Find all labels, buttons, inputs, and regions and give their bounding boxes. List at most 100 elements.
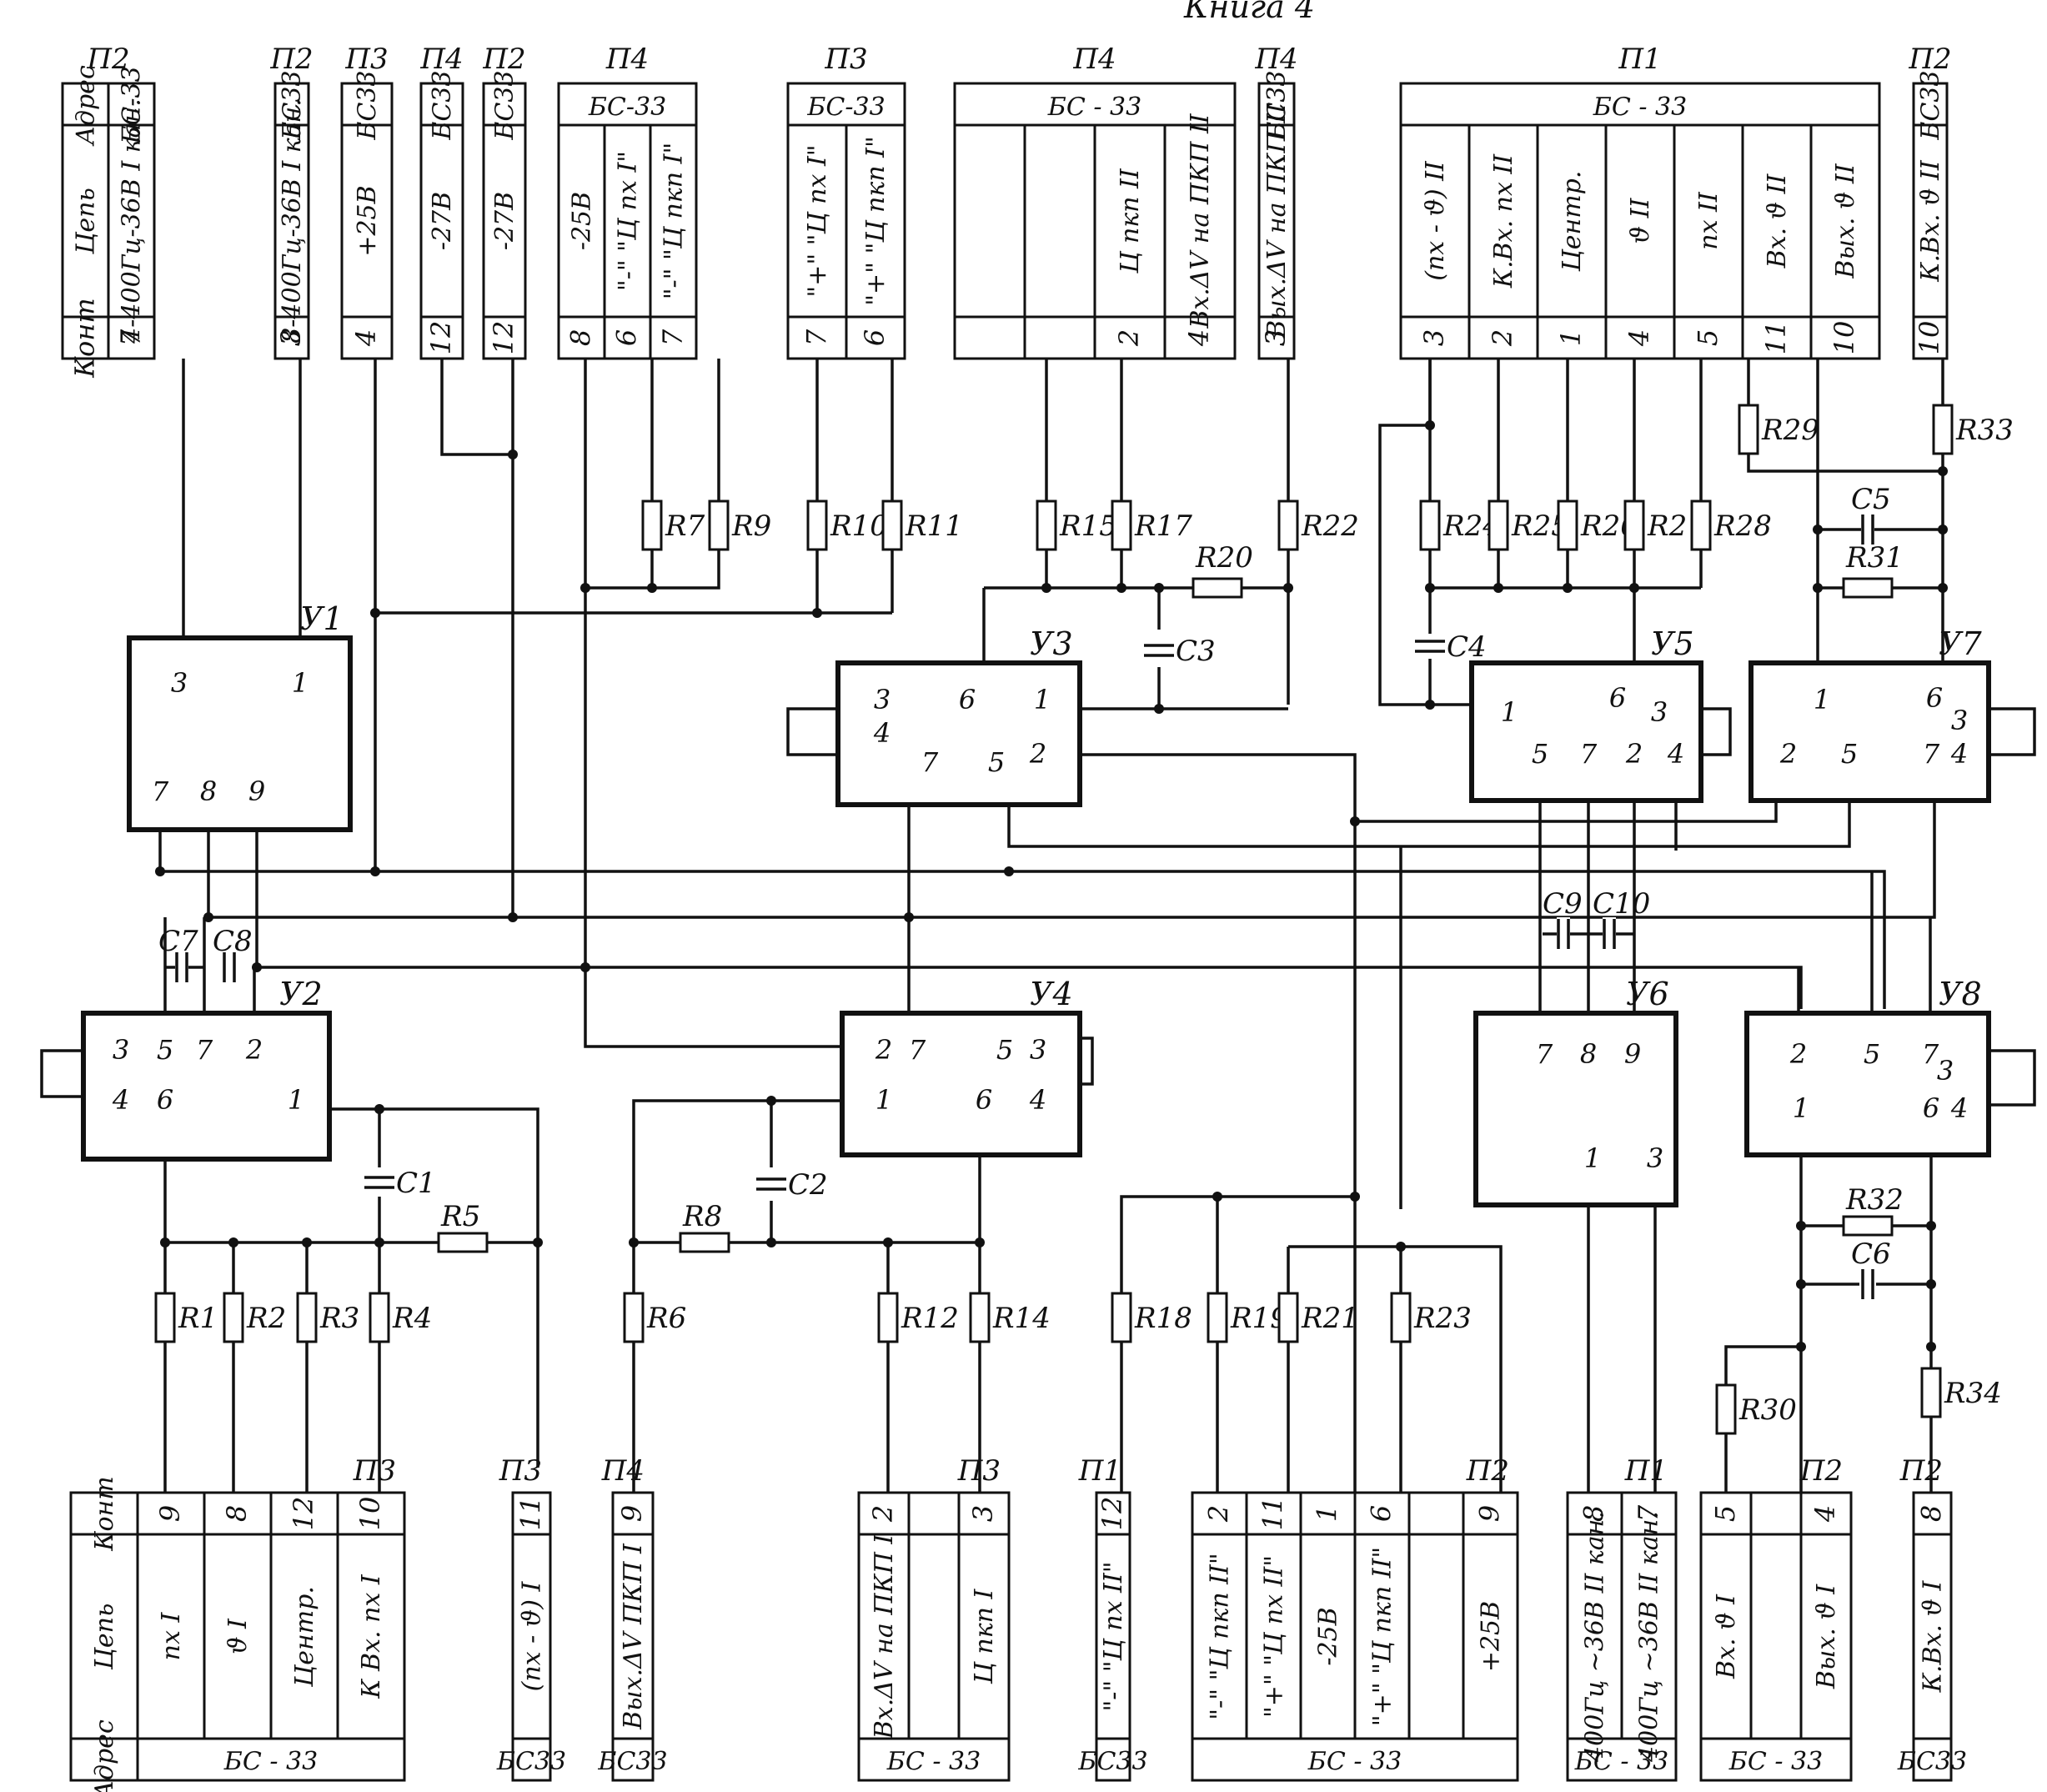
resistor-label: R10 [830, 509, 888, 543]
resistor-r1 [154, 1292, 176, 1343]
unit-label: У4 [1030, 976, 1073, 1012]
wire [1968, 1049, 2036, 1107]
resistor-r19 [1207, 1292, 1228, 1343]
resistor-r24 [1419, 499, 1441, 551]
unit-pin-number: 6 [1609, 682, 1626, 714]
connector-signal-label: (пх - ϑ) II [1421, 160, 1450, 281]
unit-pin-number: 1 [292, 667, 309, 699]
junction-dot [508, 449, 518, 459]
connector-type-label: БС - 33 [1307, 1747, 1402, 1776]
unit-pin-number: 5 [1864, 1038, 1880, 1070]
connector-signal-label: +25В [353, 185, 382, 256]
resistor-r6 [623, 1292, 645, 1343]
junction-dot [228, 1237, 238, 1247]
connector-pin-number: Конт [69, 298, 101, 378]
resistor-r12 [877, 1292, 899, 1343]
unit-label: У8 [1939, 976, 1982, 1012]
resistor-r18 [1111, 1292, 1132, 1343]
unit-outline [127, 635, 353, 832]
connector-pin-number: 4 [1623, 329, 1655, 347]
connector-pin-number: 11 [1257, 1497, 1289, 1531]
connector-pin-number: Конт [90, 1476, 119, 1552]
resistor-r10 [806, 499, 828, 551]
connector-pin-number: 11 [1760, 321, 1792, 355]
resistor-label: R29 [1761, 414, 1819, 447]
junction-dot [766, 1096, 776, 1106]
connector-signal-label: Цепь [90, 1604, 119, 1671]
capacitor-gap [1861, 513, 1874, 546]
unit-pin-number: 3 [1937, 1055, 1954, 1087]
junction-dot [1926, 1221, 1936, 1231]
junction-dot [160, 1237, 170, 1247]
connector-pin-number: 8 [1578, 1505, 1610, 1522]
junction-dot [370, 866, 380, 876]
connector-signal-label: пх II [1694, 191, 1723, 250]
wire [208, 801, 1936, 919]
connector-outline [557, 82, 698, 360]
capacitor-gap [1557, 917, 1570, 951]
junction-dot [155, 866, 165, 876]
connector-plug-label: П2 [482, 43, 525, 76]
connector-outline [419, 82, 464, 360]
connector-plug-label: П4 [1072, 43, 1116, 76]
connector-pin-number: 9 [616, 1505, 648, 1522]
unit-outline [1744, 1011, 1991, 1157]
connector-signal-label: -25В [568, 192, 597, 250]
connector-signal-label: "+" "Ц пх II" [1260, 1555, 1289, 1718]
unit-pin-number: 2 [1779, 738, 1797, 770]
resistor-r4 [369, 1292, 390, 1343]
junction-dot [370, 608, 380, 618]
connector-pin-number: 8 [221, 1505, 253, 1522]
connector-pin-number: 2 [867, 1505, 899, 1523]
connector-signal-label: Центр. [290, 1586, 319, 1688]
connector-signal-label: -27В [490, 192, 519, 250]
capacitor-label: C10 [1593, 887, 1650, 921]
wire [1401, 1245, 1503, 1493]
unit-pin-number: 9 [248, 776, 265, 807]
junction-dot [1154, 583, 1164, 593]
resistor-label: R20 [1195, 541, 1253, 575]
resistor-label: R1 [178, 1302, 218, 1335]
connector-type-label: БС33 [490, 70, 519, 140]
junction-dot [508, 912, 518, 922]
capacitor-label: C6 [1851, 1237, 1891, 1271]
junction-dot [1796, 1279, 1806, 1289]
resistor-label: R28 [1713, 509, 1772, 543]
resistor-label: R31 [1845, 541, 1904, 575]
connector-plug-label: П3 [353, 1454, 396, 1488]
connector-type-label: БС33 [353, 70, 382, 140]
unit-pin-number: 7 [909, 1034, 926, 1066]
unit-outline [1748, 660, 1991, 803]
connector-outline [69, 1491, 406, 1782]
resistor-label: R9 [731, 509, 771, 543]
connector-outline [1257, 82, 1296, 360]
connector-signal-label: Вх.ΔV на ПКП II [1186, 113, 1215, 329]
junction-dot [1813, 583, 1823, 593]
capacitor-label: C2 [788, 1168, 828, 1202]
connector-signal-label: 400Гц ~36В II кан. [1581, 1511, 1610, 1763]
connector-signal-label: К Вх. пх I [357, 1574, 386, 1699]
resistor-label: R11 [905, 509, 963, 543]
unit-outline [840, 1011, 1082, 1157]
connector-outline [511, 1491, 552, 1782]
unit-pin-number: 9 [1624, 1038, 1641, 1070]
wire [584, 359, 863, 1048]
junction-dot [766, 1237, 776, 1247]
connector-plug-label: П4 [419, 43, 463, 76]
unit-pin-number: 3 [1030, 1034, 1046, 1066]
junction-dot [302, 1237, 312, 1247]
capacitor-label: C5 [1851, 483, 1891, 516]
unit-pin-number: 1 [1034, 684, 1051, 715]
connector-signal-label: Ц пкп I [970, 1589, 999, 1685]
connector-outline [1095, 1491, 1131, 1782]
connector-signal-label: ϑ I [223, 1618, 253, 1654]
unit-pin-number: 2 [1625, 738, 1643, 770]
unit-pin-number: 7 [152, 776, 169, 807]
unit-pin-number: 1 [875, 1084, 892, 1116]
connector-pin-number: 12 [488, 321, 519, 355]
connector-pin-number: 3 [1260, 329, 1292, 346]
